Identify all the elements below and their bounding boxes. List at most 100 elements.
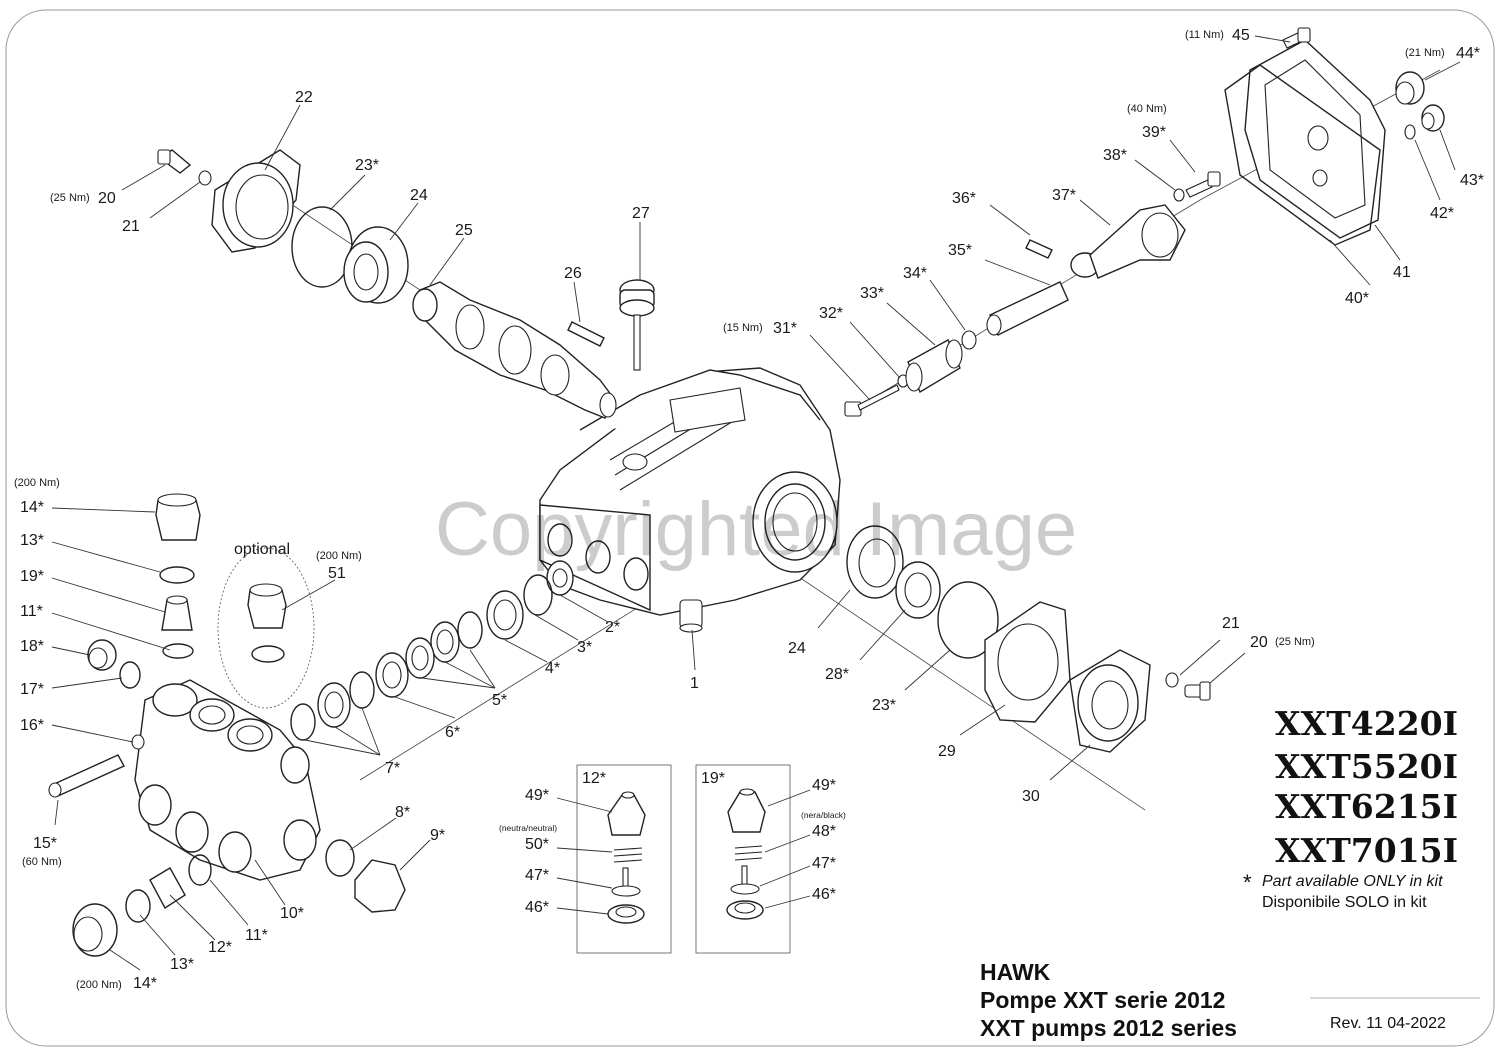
torque-45: (11 Nm) xyxy=(1185,29,1224,41)
valve-19-top xyxy=(161,595,193,631)
label-29: 29 xyxy=(938,743,956,760)
washer-21 xyxy=(198,170,212,186)
label-26: 26 xyxy=(564,265,582,282)
screw-45 xyxy=(1282,27,1311,49)
label-49-b: 49* xyxy=(812,777,836,794)
label-18: 18* xyxy=(20,638,44,655)
label-9: 9* xyxy=(430,827,445,844)
label-24-right: 24 xyxy=(788,640,806,657)
label-51: 51 xyxy=(328,565,346,582)
label-36: 36* xyxy=(952,190,976,207)
label-46-a: 46* xyxy=(525,899,549,916)
title-line-en: XXT pumps 2012 series xyxy=(980,1015,1237,1041)
label-32: 32* xyxy=(819,305,843,322)
bearing-24-right xyxy=(846,525,904,599)
torque-20-right: (25 Nm) xyxy=(1275,636,1315,648)
label-43: 43* xyxy=(1460,172,1484,189)
inset-12-note: (neutra/neutral) xyxy=(499,823,557,833)
valve-plug-14-bottom xyxy=(72,903,118,957)
label-11a: 11* xyxy=(245,927,268,944)
torque-44: (21 Nm) xyxy=(1405,47,1445,59)
screw-20-right xyxy=(1184,681,1211,701)
part-labels: 22 23* 24 25 20 21 26 27 31* 32* 33* 34*… xyxy=(14,27,1484,992)
torque-51: (200 Nm) xyxy=(316,550,362,562)
label-28: 28* xyxy=(825,666,849,683)
label-5: 5* xyxy=(492,692,507,709)
piston-screw-31 xyxy=(844,384,900,417)
label-12: 12* xyxy=(208,939,232,956)
screw-20 xyxy=(157,149,192,174)
label-3: 3* xyxy=(577,639,592,656)
title-line-it: Pompe XXT serie 2012 xyxy=(980,987,1225,1013)
oil-plug-43 xyxy=(1421,104,1445,132)
label-21-right: 21 xyxy=(1222,615,1240,632)
label-40: 40* xyxy=(1345,290,1369,307)
label-49-a: 49* xyxy=(525,787,549,804)
washer-16 xyxy=(131,734,145,750)
drawing-border xyxy=(5,9,1495,1047)
label-24: 24 xyxy=(410,187,428,204)
model-1: XXT4220I xyxy=(1275,704,1458,743)
pump-head-10 xyxy=(134,679,321,881)
label-23-right: 23* xyxy=(872,697,896,714)
optional-group xyxy=(217,547,315,709)
label-13a: 13* xyxy=(20,532,44,549)
model-3: XXT6215I xyxy=(1275,787,1458,826)
o-ring-8 xyxy=(325,839,355,877)
torque-39: (40 Nm) xyxy=(1127,103,1167,115)
gasket-40 xyxy=(1224,64,1381,246)
label-42: 42* xyxy=(1430,205,1454,222)
o-ring-23 xyxy=(291,206,353,288)
valve-12-bottom xyxy=(149,867,186,910)
label-1: 1 xyxy=(690,675,699,692)
label-13b: 13* xyxy=(170,956,194,973)
connecting-rod-37 xyxy=(1070,204,1186,279)
label-30: 30 xyxy=(1022,788,1040,805)
crankcase-body xyxy=(539,367,841,633)
o-ring-17 xyxy=(119,661,141,689)
torque-20: (25 Nm) xyxy=(50,192,90,204)
o-ring-11-top xyxy=(162,643,194,659)
label-15: 15* xyxy=(33,835,57,852)
label-19: 19* xyxy=(20,568,44,585)
label-14b: 14* xyxy=(133,975,157,992)
label-46-b: 46* xyxy=(812,886,836,903)
label-11b: 11* xyxy=(20,603,43,620)
label-8: 8* xyxy=(395,804,410,821)
kit-note-it: Disponibile SOLO in kit xyxy=(1262,894,1427,911)
label-47-b: 47* xyxy=(812,855,836,872)
valve-plug-14-top xyxy=(155,493,201,541)
label-14a: 14* xyxy=(20,499,44,516)
oil-dipstick-27 xyxy=(619,279,655,371)
title-brand: HAWK xyxy=(980,959,1051,985)
plug-9 xyxy=(354,859,406,913)
torque-14-bottom: (200 Nm) xyxy=(76,979,122,991)
valve-inset-19 xyxy=(695,764,791,954)
kit-note-star: * xyxy=(1243,870,1252,895)
crankshaft xyxy=(412,281,617,419)
rear-cover-41 xyxy=(1244,39,1386,239)
label-25: 25 xyxy=(455,222,473,239)
label-34: 34* xyxy=(903,265,927,282)
inset-19-note: (nera/black) xyxy=(801,810,846,820)
wrist-pin-36 xyxy=(1025,239,1053,259)
model-4: XXT7015I xyxy=(1275,831,1458,870)
torque-15: (60 Nm) xyxy=(22,856,62,868)
torque-14-top: (200 Nm) xyxy=(14,477,60,489)
label-23: 23* xyxy=(355,157,379,174)
label-20-right: 20 xyxy=(1250,634,1268,651)
label-16: 16* xyxy=(20,717,44,734)
inset-12-tag: 12* xyxy=(582,770,606,787)
label-17: 17* xyxy=(20,681,44,698)
label-2: 2* xyxy=(605,619,620,636)
revision: Rev. 11 04-2022 xyxy=(1330,1015,1446,1032)
label-33: 33* xyxy=(860,285,884,302)
label-41: 41 xyxy=(1393,264,1411,281)
label-6: 6* xyxy=(445,724,460,741)
model-2: XXT5520I xyxy=(1275,747,1458,786)
bearing-24 xyxy=(343,226,409,304)
valve-inset-12 xyxy=(576,764,672,954)
o-ring-13-top xyxy=(159,566,195,584)
leader-lines xyxy=(51,35,1461,971)
